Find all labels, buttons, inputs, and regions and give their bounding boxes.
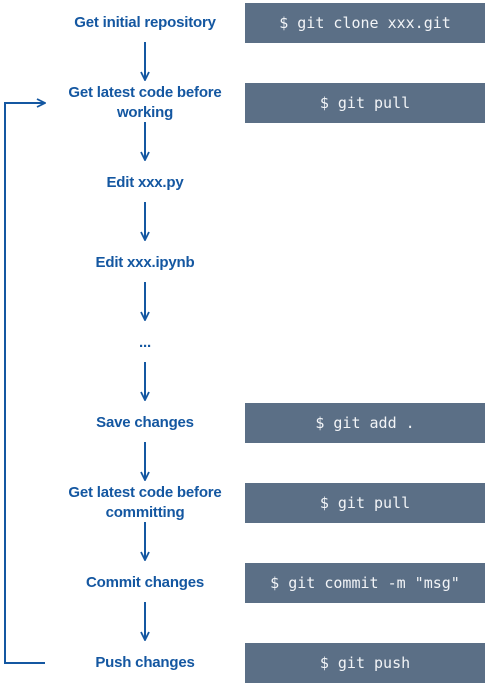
loop-back-arrow xyxy=(4,103,45,664)
step-label-ellipsis: ... xyxy=(139,334,151,351)
step-label-push-changes: Push changes xyxy=(95,654,195,671)
command-git-commit: $ git commit -m "msg" xyxy=(245,563,485,603)
step-label-edit-ipynb: Edit xxx.ipynb xyxy=(95,254,195,271)
step-label-get-initial-repository: Get initial repository xyxy=(74,14,216,31)
command-git-pull-working: $ git pull xyxy=(245,83,485,123)
step-label-get-latest-before-committing: Get latest code before committing xyxy=(68,484,222,521)
step-label-get-latest-before-working: Get latest code before working xyxy=(68,84,222,121)
step-label-commit-changes: Commit changes xyxy=(85,574,205,591)
command-git-clone: $ git clone xxx.git xyxy=(245,3,485,43)
command-git-push: $ git push xyxy=(245,643,485,683)
step-label-save-changes: Save changes xyxy=(96,414,194,431)
command-git-add: $ git add . xyxy=(245,403,485,443)
command-git-pull-committing: $ git pull xyxy=(245,483,485,523)
step-label-edit-py: Edit xxx.py xyxy=(106,174,184,191)
